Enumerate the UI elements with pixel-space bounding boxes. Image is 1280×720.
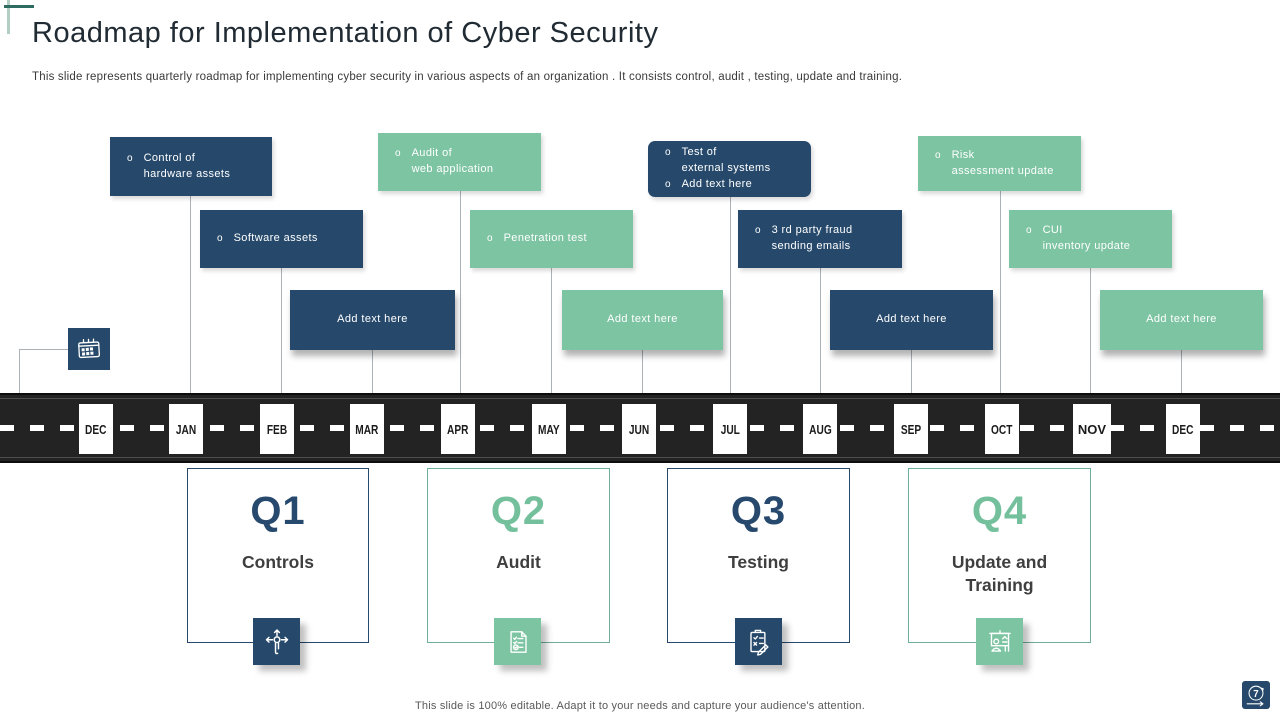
bullet: o [127,152,133,164]
page-subtitle: This slide represents quarterly roadmap … [32,71,903,83]
road-month-dec2[interactable]: DEC [1166,404,1200,454]
road-month-mar[interactable]: MAR [350,404,384,454]
connector-line [911,350,912,393]
timeline-card-risk-assessment[interactable]: o Risk assessment update [918,136,1081,191]
card-text: 3 rd party fraud sending emails [771,224,853,252]
card-text: Add text here [337,313,408,326]
connector-line [642,350,643,393]
quarter-panel-q3[interactable]: Q3 Testing [667,468,850,643]
timeline-road: DEC JAN FEB MAR APR MAY JUN JUL AUG SEP … [0,393,1280,463]
bullet: o [217,233,223,245]
connector-line [19,349,20,393]
timeline-card-cui-inventory[interactable]: o CUI inventory update [1009,210,1172,268]
timeline-card-add-text-q1[interactable]: Add text here [290,290,455,350]
q3-icon-tile[interactable] [735,618,782,665]
q2-icon-tile[interactable] [494,618,541,665]
timeline-card-third-party-fraud[interactable]: o 3 rd party fraud sending emails [738,210,902,268]
card-text: Software assets [233,232,318,245]
road-month-sep[interactable]: SEP [894,404,928,454]
quarter-label: Testing [728,552,789,572]
connector-line [281,268,282,393]
connector-line [551,268,552,393]
connector-line [372,350,373,393]
calendar-tile[interactable] [68,328,110,370]
road-month-jun[interactable]: JUN [622,404,656,454]
card-text: Penetration test [503,232,588,245]
training-presentation-icon [988,629,1011,652]
svg-text:7: 7 [1253,689,1258,700]
quarter-number: Q1 [250,489,306,533]
road-month-nov[interactable]: NOV [1073,404,1111,454]
card-text: Add text here [681,178,753,191]
connector-line [820,268,821,393]
q4-icon-tile[interactable] [976,618,1023,665]
page-title: Roadmap for Implementation of Cyber Secu… [32,17,659,49]
bullet: o [487,233,493,245]
quarter-number: Q3 [730,489,787,533]
card-text: Risk assessment update [951,148,1054,177]
q1-icon-tile[interactable] [253,618,300,665]
connector-line [460,191,461,393]
timeline-card-software-assets[interactable]: o Software assets [200,210,363,268]
connector-line [730,197,731,393]
quarter-panel-q2[interactable]: Q2 Audit [427,468,610,643]
quarter-panel-q4[interactable]: Q4 Update and Training [908,468,1091,643]
control-navigation-icon [265,628,288,654]
help-seven-icon: 7 [1246,685,1264,707]
card-text: Audit of web application [411,147,494,175]
quarter-number: Q2 [490,489,547,533]
bullet: o [395,148,401,160]
road-month-feb[interactable]: FEB [260,404,294,454]
road-month-oct[interactable]: OCT [985,404,1019,454]
card-text: Add text here [607,313,678,326]
calendar-icon [78,338,100,359]
card-text: Add text here [876,313,947,326]
timeline-card-control-hardware[interactable]: o Control of hardware assets [110,137,272,196]
bullet: o [1026,225,1032,237]
card-text: CUI inventory update [1042,224,1131,252]
road-month-may[interactable]: MAY [532,404,566,454]
timeline-card-add-text-q3[interactable]: Add text here [830,290,993,350]
bullet: o [755,225,761,237]
quarter-number: Q4 [971,489,1028,533]
corner-accent-vertical [7,0,10,34]
bullet: o [935,149,941,161]
road-month-apr[interactable]: APR [441,404,475,454]
quarter-label: Audit [496,552,541,572]
timeline-card-audit-web-app[interactable]: o Audit of web application [378,133,541,191]
quarter-label: Controls [242,552,314,572]
testing-clipboard-icon [749,629,769,656]
card-text: Control of hardware assets [143,151,231,180]
audit-checklist-icon [509,630,527,653]
road-month-aug[interactable]: AUG [803,404,837,454]
road-month-jan[interactable]: JAN [169,404,203,454]
card-text: Test of external systems [681,145,771,174]
timeline-card-add-text-q2[interactable]: Add text here [562,290,723,350]
road-month-dec1[interactable]: DEC [79,404,113,454]
timeline-card-penetration-test[interactable]: o Penetration test [470,210,633,268]
road-month-jul[interactable]: JUL [713,404,747,454]
timeline-card-add-text-q4[interactable]: Add text here [1100,290,1263,350]
footer-note: This slide is 100% editable. Adapt it to… [415,700,865,712]
quarter-panel-q1[interactable]: Q1 Controls [187,468,369,643]
bullet: o [665,146,671,158]
card-text: Add text here [1146,313,1217,326]
help-badge[interactable]: 7 [1242,681,1270,709]
connector-line [190,196,191,393]
quarter-label: Update and Training [951,552,1048,595]
corner-accent-horizontal [4,5,34,8]
bullet: o [665,179,671,191]
connector-line [1090,268,1091,393]
connector-line [1000,191,1001,393]
connector-line [19,349,68,350]
connector-line [1181,350,1182,393]
